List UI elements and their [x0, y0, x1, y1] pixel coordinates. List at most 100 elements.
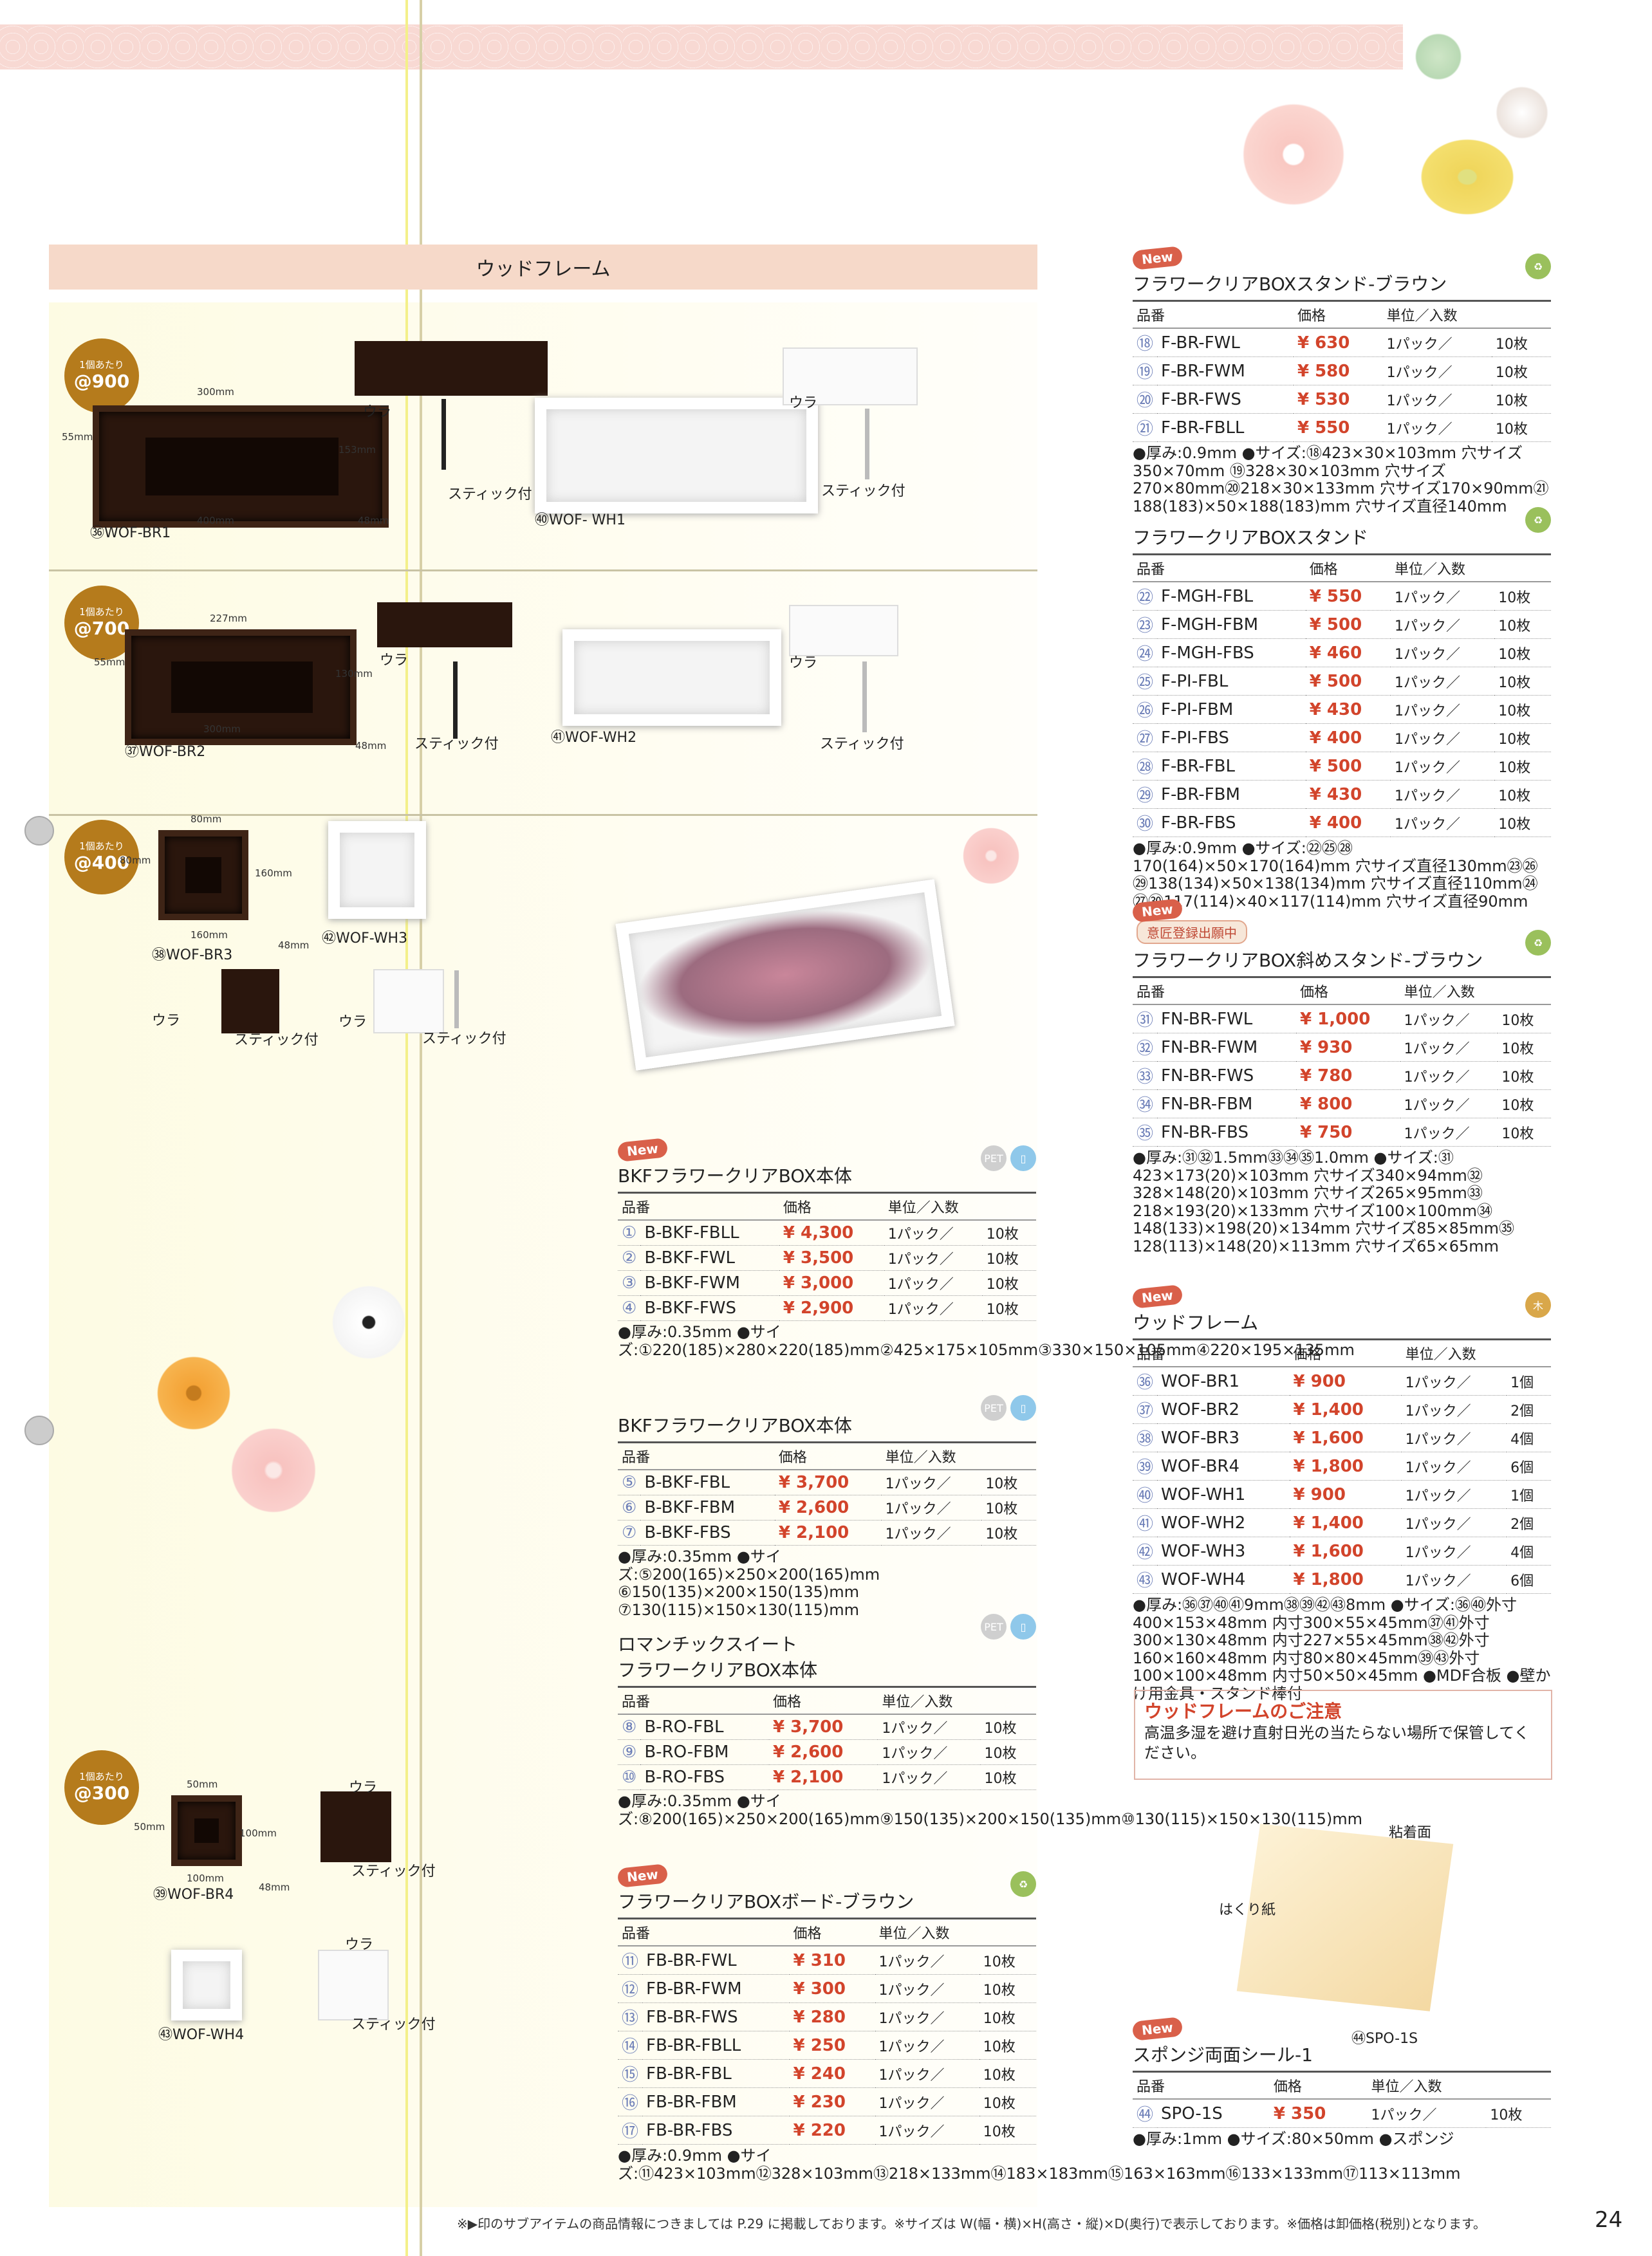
table-cell: ¥ 3,700 [768, 1714, 878, 1740]
table-cell: 1パック／ [1390, 780, 1495, 809]
material-icon: ▯ [1010, 1145, 1036, 1171]
table-cell: ⑧ [618, 1714, 641, 1740]
table-cell: 10枚 [979, 2087, 1036, 2116]
material-icons: PET▯ [981, 1145, 1036, 1171]
product-block-title: フラワークリアBOXスタンド♻ [1133, 507, 1551, 555]
table-cell: B-BKF-FBS [640, 1520, 775, 1546]
table-cell: 10枚 [1494, 667, 1551, 696]
table-cell: 1パック／ [1401, 1537, 1507, 1566]
table-cell: FB-BR-FWS [642, 2002, 790, 2031]
table-cell: 1パック／ [881, 1495, 982, 1521]
stand-stick [862, 661, 867, 732]
table-cell: 10枚 [979, 1946, 1036, 1975]
table-header: 単位／入数 [1367, 2073, 1551, 2100]
stick-label: スティック付 [821, 483, 905, 499]
table-cell: ㊸ [1133, 1565, 1158, 1594]
table-cell: 10枚 [1494, 723, 1551, 752]
table-header: 品番 [618, 1194, 779, 1221]
table-cell: ¥ 220 [789, 2116, 875, 2145]
table-cell: B-BKF-FBLL [640, 1220, 779, 1246]
table-cell: 10枚 [1494, 752, 1551, 781]
page-number: 24 [1595, 2207, 1623, 2233]
table-cell: ¥ 3,500 [779, 1245, 884, 1271]
table-cell: F-MGH-FBL [1157, 582, 1306, 611]
material-icons: ♻ [1525, 254, 1551, 279]
table-cell: 1パック／ [875, 1946, 979, 1975]
table-cell: ㉚ [1133, 808, 1158, 837]
sponge-liner-label: はくり紙 [1219, 1902, 1276, 1918]
table-cell: ¥ 1,400 [1289, 1508, 1402, 1537]
back-label: ウラ [380, 652, 409, 669]
stand-stick [454, 970, 459, 1028]
table-cell: ¥ 900 [1289, 1367, 1402, 1396]
product-notes: ●厚み:0.9mm ●サイズ:㉒㉕㉘170(164)×50×170(164)mm… [1133, 839, 1538, 911]
table-cell: ¥ 300 [789, 1974, 875, 2003]
stick-label: スティック付 [351, 1863, 436, 1880]
table-cell: 10枚 [1486, 2099, 1551, 2128]
table-cell: 1パック／ [875, 2087, 979, 2116]
table-cell: ¥ 500 [1305, 752, 1391, 781]
table-cell: ⑮ [618, 2059, 643, 2088]
wood-frame-white [171, 1950, 242, 2020]
table-cell: ¥ 580 [1293, 356, 1383, 385]
table-cell: 1パック／ [1382, 385, 1492, 414]
table-cell: ¥ 530 [1293, 385, 1383, 414]
stick-label: スティック付 [414, 736, 499, 752]
table-cell: 1パック／ [1382, 413, 1492, 442]
table-cell: 1パック／ [1390, 808, 1495, 837]
dimension-label: 153mm [339, 444, 376, 456]
stand-stick [453, 661, 458, 739]
product-notes: ●厚み:1mm ●サイズ:80×50mm ●スポンジ [1133, 2130, 1454, 2148]
table-cell: ② [618, 1245, 641, 1271]
table-cell: 1パック／ [1401, 1367, 1507, 1396]
table-cell: WOF-WH2 [1157, 1508, 1290, 1537]
table-cell: ⑲ [1133, 356, 1158, 385]
frame-opening [145, 438, 339, 495]
table-cell: 6個 [1507, 1452, 1551, 1481]
table-cell: 1パック／ [1390, 752, 1495, 781]
table-cell: ㉟ [1133, 1118, 1158, 1147]
table-cell: ¥ 3,700 [774, 1470, 882, 1495]
table-cell: B-BKF-FWS [640, 1295, 779, 1321]
table-cell: B-RO-FBS [640, 1764, 769, 1790]
dimension-label: 80mm [120, 855, 151, 866]
table-cell: WOF-BR2 [1157, 1395, 1290, 1424]
table-header: 価格 [789, 1919, 875, 1946]
table-cell: F-MGH-FBM [1157, 610, 1306, 639]
table-cell: F-BR-FBLL [1157, 413, 1294, 442]
back-label: ウラ [345, 1937, 374, 1953]
product-row-3: 1個あたり@400 80mm 80mm 160mm 160mm 48mm ㊳WO… [49, 813, 525, 1068]
caution-box: ウッドフレームのご注意 高温多湿を避け直射日光の当たらない場所で保管してください… [1134, 1690, 1552, 1780]
footer-note: ※▶印のサブアイテムの商品情報につきましては P.29 に掲載しております。※サ… [457, 2216, 1487, 2232]
table-cell: ㉑ [1133, 413, 1158, 442]
table-cell: ¥ 2,100 [774, 1520, 882, 1546]
material-icon: 木 [1525, 1292, 1551, 1318]
back-label: ウラ [152, 1013, 181, 1029]
new-badge: New [1131, 246, 1183, 270]
binder-hole [24, 1416, 54, 1445]
dimension-label: 100mm [187, 1872, 224, 1884]
table-cell: WOF-BR4 [1157, 1452, 1290, 1481]
table-cell: 2個 [1507, 1508, 1551, 1537]
wood-frame-white [328, 821, 426, 919]
table-cell: 1パック／ [1382, 328, 1492, 357]
table-header: 価格 [1305, 555, 1391, 582]
table-cell: FB-BR-FBS [642, 2116, 790, 2145]
table-cell: FB-BR-FBL [642, 2059, 790, 2088]
material-icons: PET▯ [981, 1395, 1036, 1421]
pink-flower-decoration [959, 824, 1023, 888]
section-title: ウッドフレーム [49, 245, 1037, 290]
